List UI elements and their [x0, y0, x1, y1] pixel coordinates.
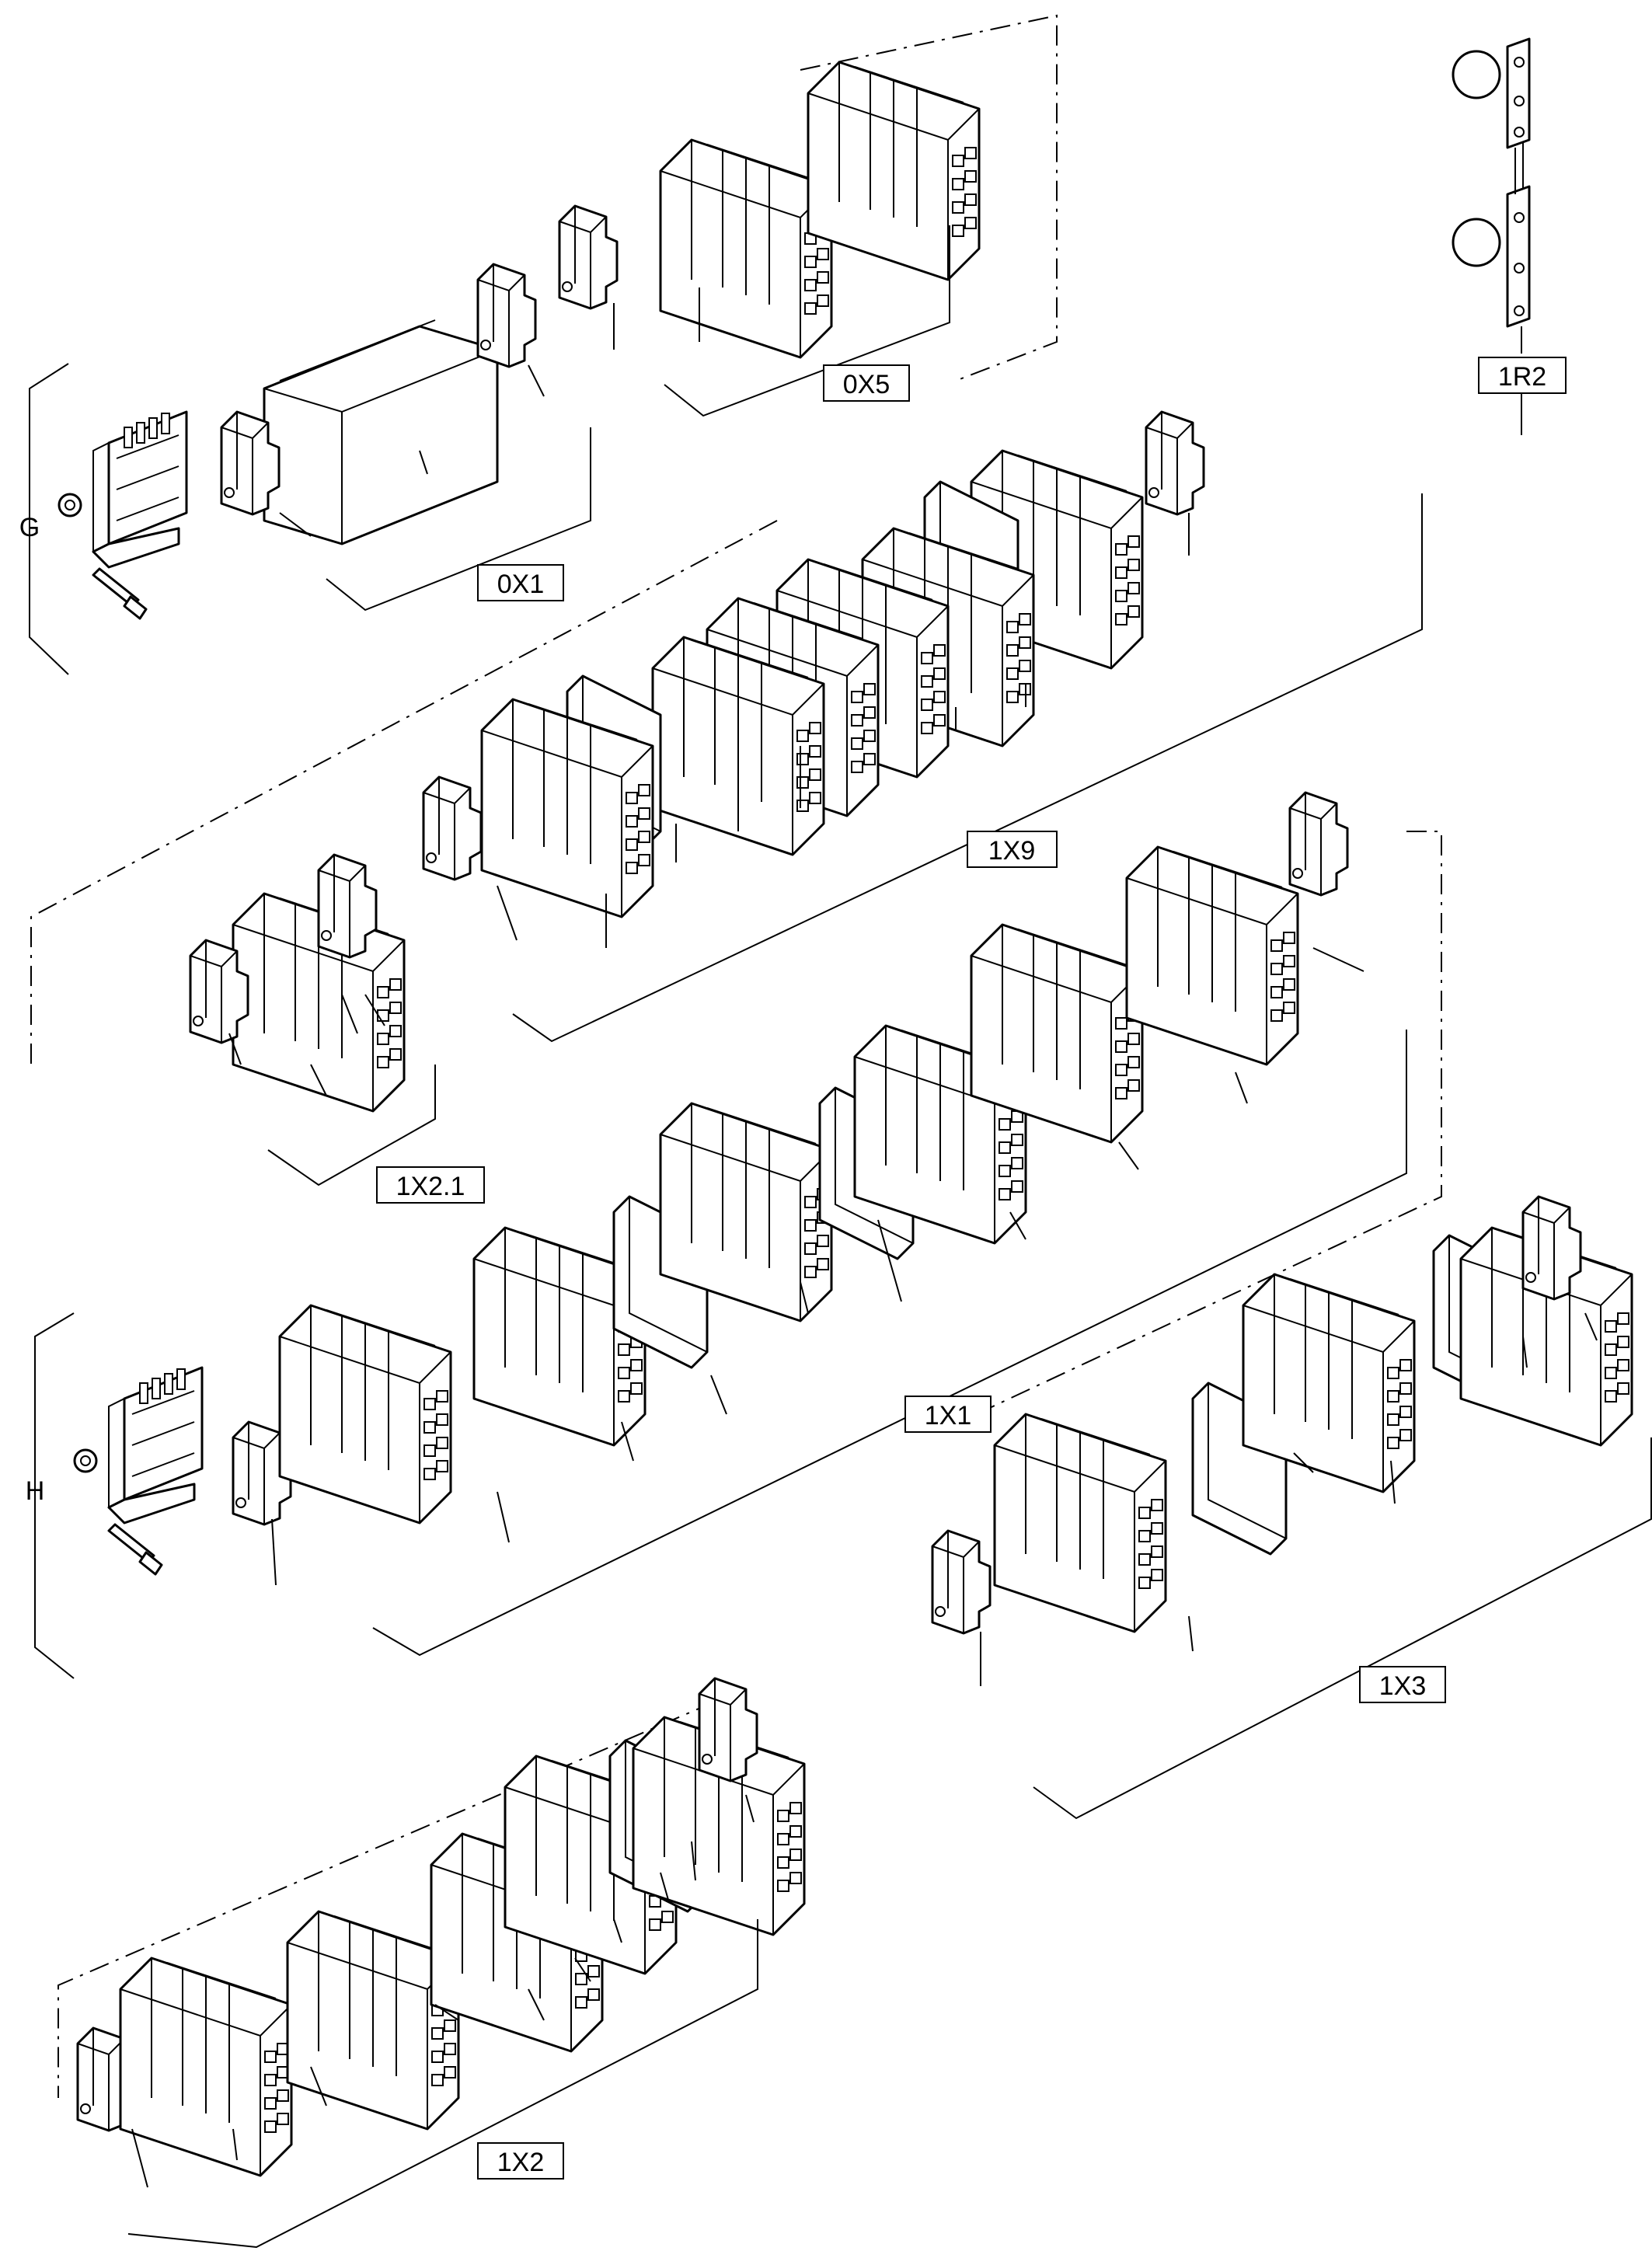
label-1x9: 1X9 [988, 836, 1036, 866]
label-1r2: 1R2 [1498, 362, 1546, 392]
label-1x1: 1X1 [925, 1401, 972, 1430]
component-1r2: 1R2 [1452, 37, 1567, 435]
group-1x2-1: 1X2.1 [189, 853, 485, 1204]
group-0x1: G 0X1 [19, 263, 591, 675]
label-0x1: 0X1 [497, 570, 545, 599]
group-0x5: 0X5 [558, 14, 1058, 417]
group-1x9: 1X9 [30, 410, 1423, 1065]
group-1x1: H 1X1 [26, 791, 1442, 1679]
label-1x2: 1X2 [497, 2148, 545, 2177]
label-1x2-1: 1X2.1 [396, 1172, 465, 1201]
side-label-h: H [26, 1476, 45, 1506]
label-0x5: 0X5 [843, 370, 890, 399]
group-1x2: 1X2 [58, 1677, 806, 2249]
label-1x3: 1X3 [1379, 1671, 1427, 1701]
side-label-g: G [19, 513, 40, 542]
group-1x3: 1X3 [931, 1195, 1652, 1820]
